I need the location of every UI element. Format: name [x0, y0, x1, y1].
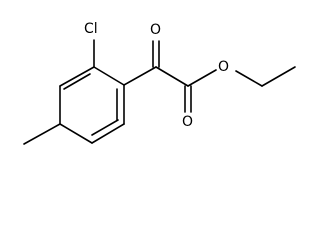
ring-bond-c5-c6-inner	[91, 119, 119, 136]
chlorine-label: Cl	[84, 21, 98, 37]
ester-oxygen-label: O	[218, 59, 229, 75]
bond-ch2-to-ch3	[261, 66, 296, 87]
bond-oxygen-to-ch2	[235, 70, 263, 87]
ketone-oxygen-label: O	[150, 22, 161, 38]
ring-bond-c5-c6	[91, 123, 125, 144]
bond-ring-to-ketone-carbon	[123, 66, 157, 86]
bond-ketone-to-ester-carbon	[155, 66, 189, 87]
ester-carbonyl-oxygen-label: O	[182, 114, 193, 130]
bond-ring-to-methyl	[23, 123, 61, 145]
ring-bond-c2-c3	[59, 66, 95, 87]
ring-bond-c1-c2	[93, 66, 125, 86]
ring-bond-c2-c3-inner	[63, 73, 91, 90]
molecule-structure: Cl O O O	[23, 21, 296, 145]
bond-ester-carbon-to-oxygen	[187, 69, 217, 87]
ring-bond-c4-c5	[59, 123, 93, 144]
benzene-ring	[59, 66, 125, 144]
